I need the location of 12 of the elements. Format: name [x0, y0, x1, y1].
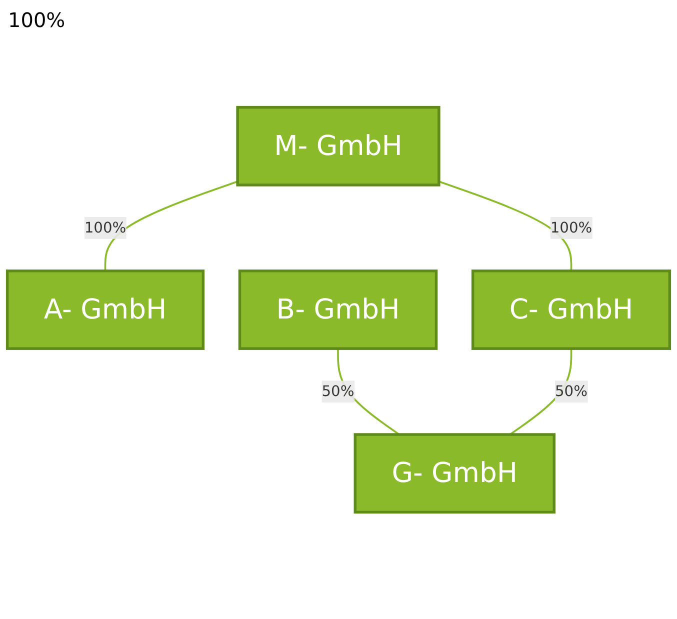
node-box: C- GmbH	[471, 269, 672, 350]
edge-label: 50%	[555, 382, 588, 400]
edge-label: 50%	[322, 382, 354, 400]
node-box: A- GmbH	[6, 269, 205, 350]
edge-label: 100%	[84, 218, 126, 236]
node-box: B- GmbH	[238, 269, 438, 350]
node-box: G- GmbH	[354, 432, 556, 514]
connector	[104, 180, 238, 271]
node-box: M- GmbH	[236, 106, 440, 186]
edge-label: 100%	[550, 218, 592, 236]
connector	[438, 180, 572, 271]
percentage-label: 100%	[8, 8, 66, 32]
